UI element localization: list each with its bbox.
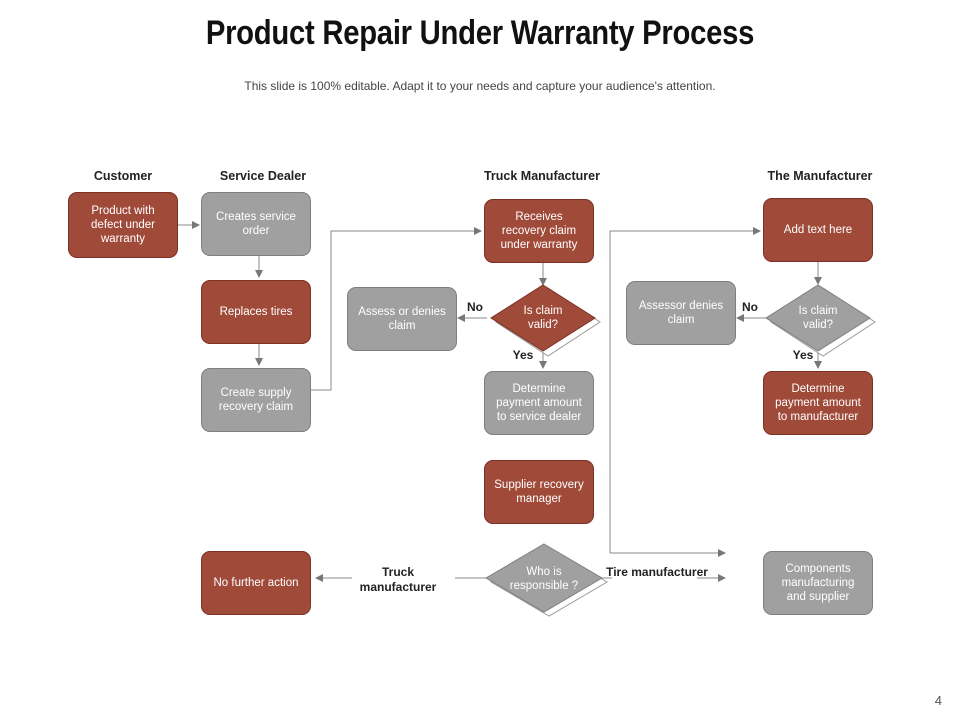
page-number: 4 — [934, 693, 942, 708]
box-add-text-here[interactable]: Add text here — [763, 198, 873, 262]
label-truck-manufacturer-branch: Truck manufacturer — [359, 565, 437, 594]
box-product-with-defect[interactable]: Product with defect under warranty — [68, 192, 178, 258]
box-creates-service-order[interactable]: Creates service order — [201, 192, 311, 256]
box-no-further-action[interactable]: No further action — [201, 551, 311, 615]
box-replaces-tires[interactable]: Replaces tires — [201, 280, 311, 344]
label-no-2: No — [742, 300, 758, 314]
connector-to-add-text — [609, 227, 761, 553]
decision-diamond-claim-valid-1 — [490, 284, 601, 357]
box-assessor-denies-claim[interactable]: Assessor denies claim — [626, 281, 736, 345]
box-create-supply-recovery-claim[interactable]: Create supply recovery claim — [201, 368, 311, 432]
label-yes-2: Yes — [792, 348, 814, 362]
label-tire-manufacturer-branch: Tire manufacturer — [606, 565, 708, 579]
page-title: Product Repair Under Warranty Process — [205, 14, 755, 52]
label-no-1: No — [467, 300, 483, 314]
diamond-text-who-responsible[interactable]: Who is responsible ? — [509, 566, 579, 592]
column-header-service-dealer: Service Dealer — [219, 169, 307, 183]
column-header-the-manufacturer: The Manufacturer — [767, 169, 873, 183]
box-determine-payment-manufacturer[interactable]: Determine payment amount to manufacturer — [763, 371, 873, 435]
column-header-truck-manufacturer: Truck Manufacturer — [483, 169, 600, 183]
column-header-customer: Customer — [93, 169, 153, 183]
label-yes-1: Yes — [512, 348, 534, 362]
box-components-manufacturing-supplier[interactable]: Components manufacturing and supplier — [763, 551, 873, 615]
diamond-text-claim-valid-2[interactable]: Is claim valid? — [798, 305, 838, 331]
box-assess-or-denies-claim[interactable]: Assess or denies claim — [347, 287, 457, 351]
box-supplier-recovery-manager[interactable]: Supplier recovery manager — [484, 460, 594, 524]
decision-diamond-who-responsible — [485, 543, 608, 617]
page-subtitle: This slide is 100% editable. Adapt it to… — [244, 79, 716, 93]
diamond-text-claim-valid-1[interactable]: Is claim valid? — [523, 305, 563, 331]
decision-diamond-claim-valid-2 — [765, 284, 876, 357]
box-receives-recovery-claim[interactable]: Receives recovery claim under warranty — [484, 199, 594, 263]
box-determine-payment-service-dealer[interactable]: Determine payment amount to service deal… — [484, 371, 594, 435]
connector-supply-to-receives — [311, 227, 482, 391]
